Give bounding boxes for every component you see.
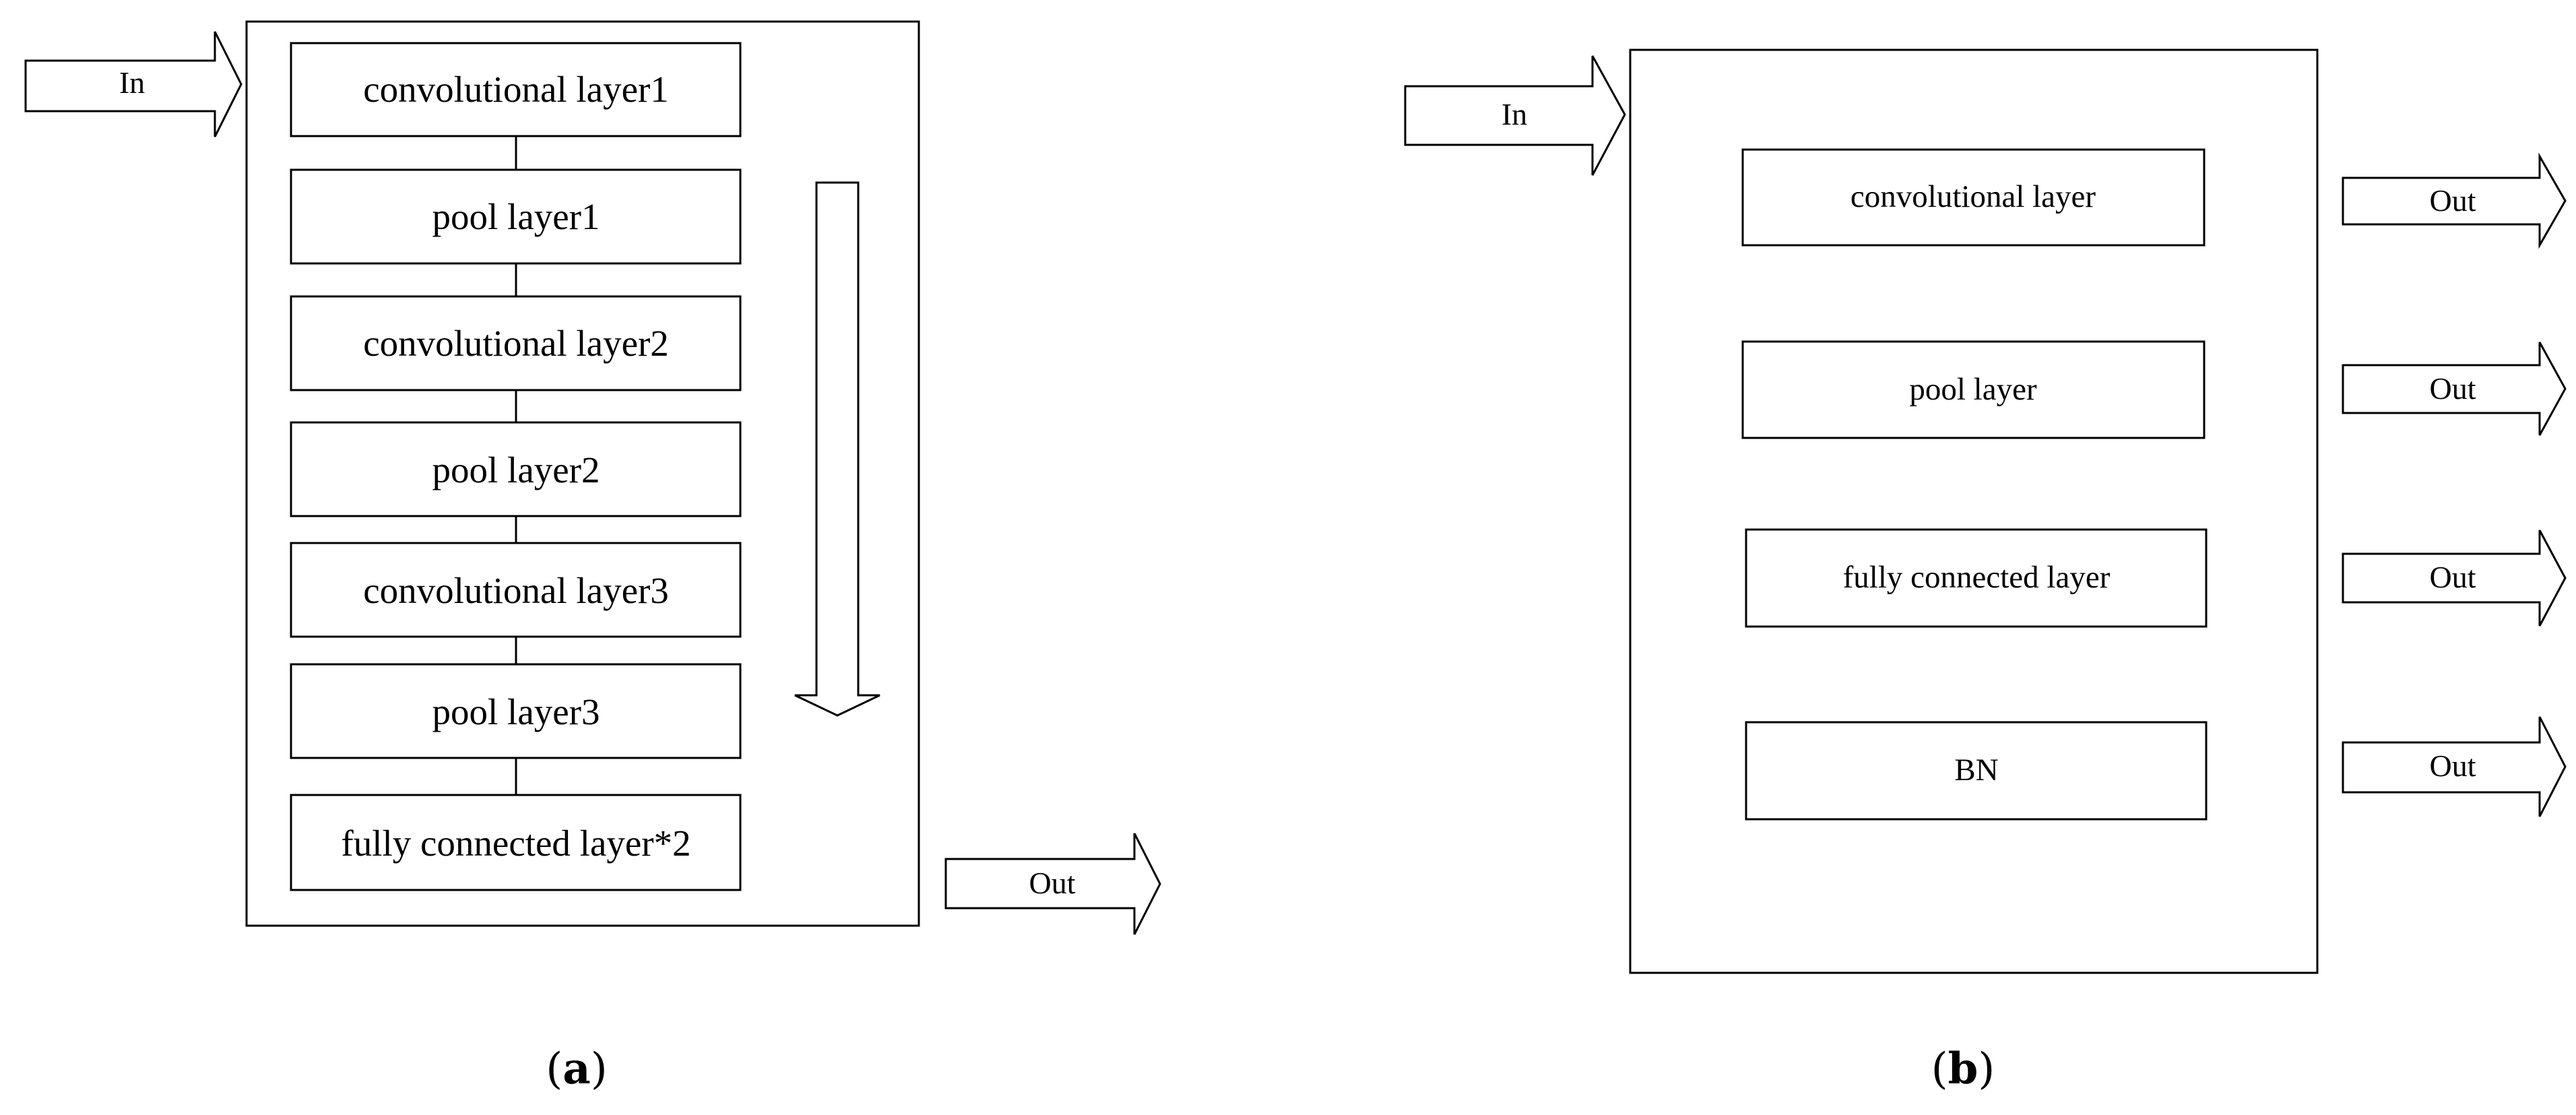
panel-b-output-arrow-4: Out	[2342, 716, 2567, 817]
caption-letter: b	[1948, 1044, 1978, 1094]
layer-box	[290, 794, 742, 891]
layer-label: fully connected layer*2	[341, 823, 690, 864]
panel-a-input-arrow-shape	[24, 31, 243, 137]
panel-a-layer-pool-2: pool layer2	[290, 421, 742, 517]
panel-a-layer-pool-1: pool layer1	[290, 168, 742, 265]
panel-a-caption: (a)	[546, 1044, 607, 1094]
panel-a-flow-down-arrow	[794, 181, 880, 717]
panel-a-output-label: Out	[1029, 866, 1076, 900]
panel-b-layer-fully-connected: fully connected layer	[1745, 528, 2208, 628]
panel-b-output-arrow-shape	[2342, 152, 2567, 249]
layer-label: pool layer	[1909, 372, 2037, 407]
panel-a: In convolutional layer1 pool layer1 conv…	[24, 20, 1161, 1094]
panel-b-input-label: In	[1502, 97, 1527, 131]
layer-box	[1741, 340, 2205, 439]
layer-box	[1741, 148, 2205, 247]
panel-b-input-arrow: In	[1404, 55, 1626, 176]
panel-b-output-arrow-shape	[2342, 716, 2567, 817]
layer-box	[1745, 721, 2208, 821]
panel-b-output-arrow-3: Out	[2342, 530, 2567, 627]
caption-close-paren: )	[1978, 1044, 1995, 1094]
panel-b-output-arrow-shape	[2342, 342, 2567, 436]
layer-box	[290, 663, 742, 759]
layer-label: convolutional layer3	[363, 570, 669, 611]
panel-b-output-arrow-shape	[2342, 530, 2567, 627]
layer-box	[1745, 528, 2208, 628]
panel-b-output-label: Out	[2430, 748, 2476, 783]
layer-box	[290, 295, 742, 391]
panel-b-input-arrow-shape	[1404, 55, 1626, 176]
caption-open-paren: (	[1931, 1044, 1948, 1094]
panel-b-layer-pool: pool layer	[1741, 340, 2205, 439]
panel-b-output-arrow-2: Out	[2342, 342, 2567, 436]
layer-label: pool layer1	[432, 196, 600, 237]
layer-label: convolutional layer	[1850, 179, 2096, 214]
panel-b-caption: (b)	[1931, 1044, 1995, 1094]
panel-a-layer-fully-connected: fully connected layer*2	[290, 794, 742, 891]
panel-a-input-arrow: In	[24, 31, 243, 137]
layer-label: convolutional layer1	[363, 69, 669, 110]
layer-box	[290, 542, 742, 638]
layer-label: pool layer3	[432, 691, 600, 732]
layer-box	[290, 168, 742, 265]
panel-b: In convolutional layer pool layer fully …	[1404, 49, 2567, 1094]
panel-a-output-arrow: Out	[944, 833, 1161, 935]
panel-a-layer-convolutional-2: convolutional layer2	[290, 295, 742, 391]
layer-label: convolutional layer2	[363, 323, 669, 364]
panel-b-output-label: Out	[2430, 560, 2476, 594]
panel-b-output-label: Out	[2430, 183, 2476, 218]
panel-b-layer-bn: BN	[1745, 721, 2208, 821]
panel-b-layer-convolutional: convolutional layer	[1741, 148, 2205, 247]
caption-close-paren: )	[591, 1044, 608, 1094]
panel-b-output-label: Out	[2430, 371, 2476, 406]
layer-box	[290, 42, 742, 137]
layer-label: BN	[1954, 753, 1998, 788]
panel-b-output-arrow-1: Out	[2342, 152, 2567, 249]
caption-letter: a	[562, 1044, 590, 1094]
panel-a-layer-pool-3: pool layer3	[290, 663, 742, 759]
panel-a-output-arrow-shape	[944, 833, 1161, 935]
layer-label: fully connected layer	[1843, 560, 2111, 595]
layer-box	[290, 421, 742, 517]
layer-label: pool layer2	[432, 449, 600, 490]
panel-a-layer-convolutional-3: convolutional layer3	[290, 542, 742, 638]
panel-a-input-label: In	[119, 65, 145, 100]
caption-open-paren: (	[546, 1044, 562, 1094]
panel-a-layer-convolutional-1: convolutional layer1	[290, 42, 742, 137]
